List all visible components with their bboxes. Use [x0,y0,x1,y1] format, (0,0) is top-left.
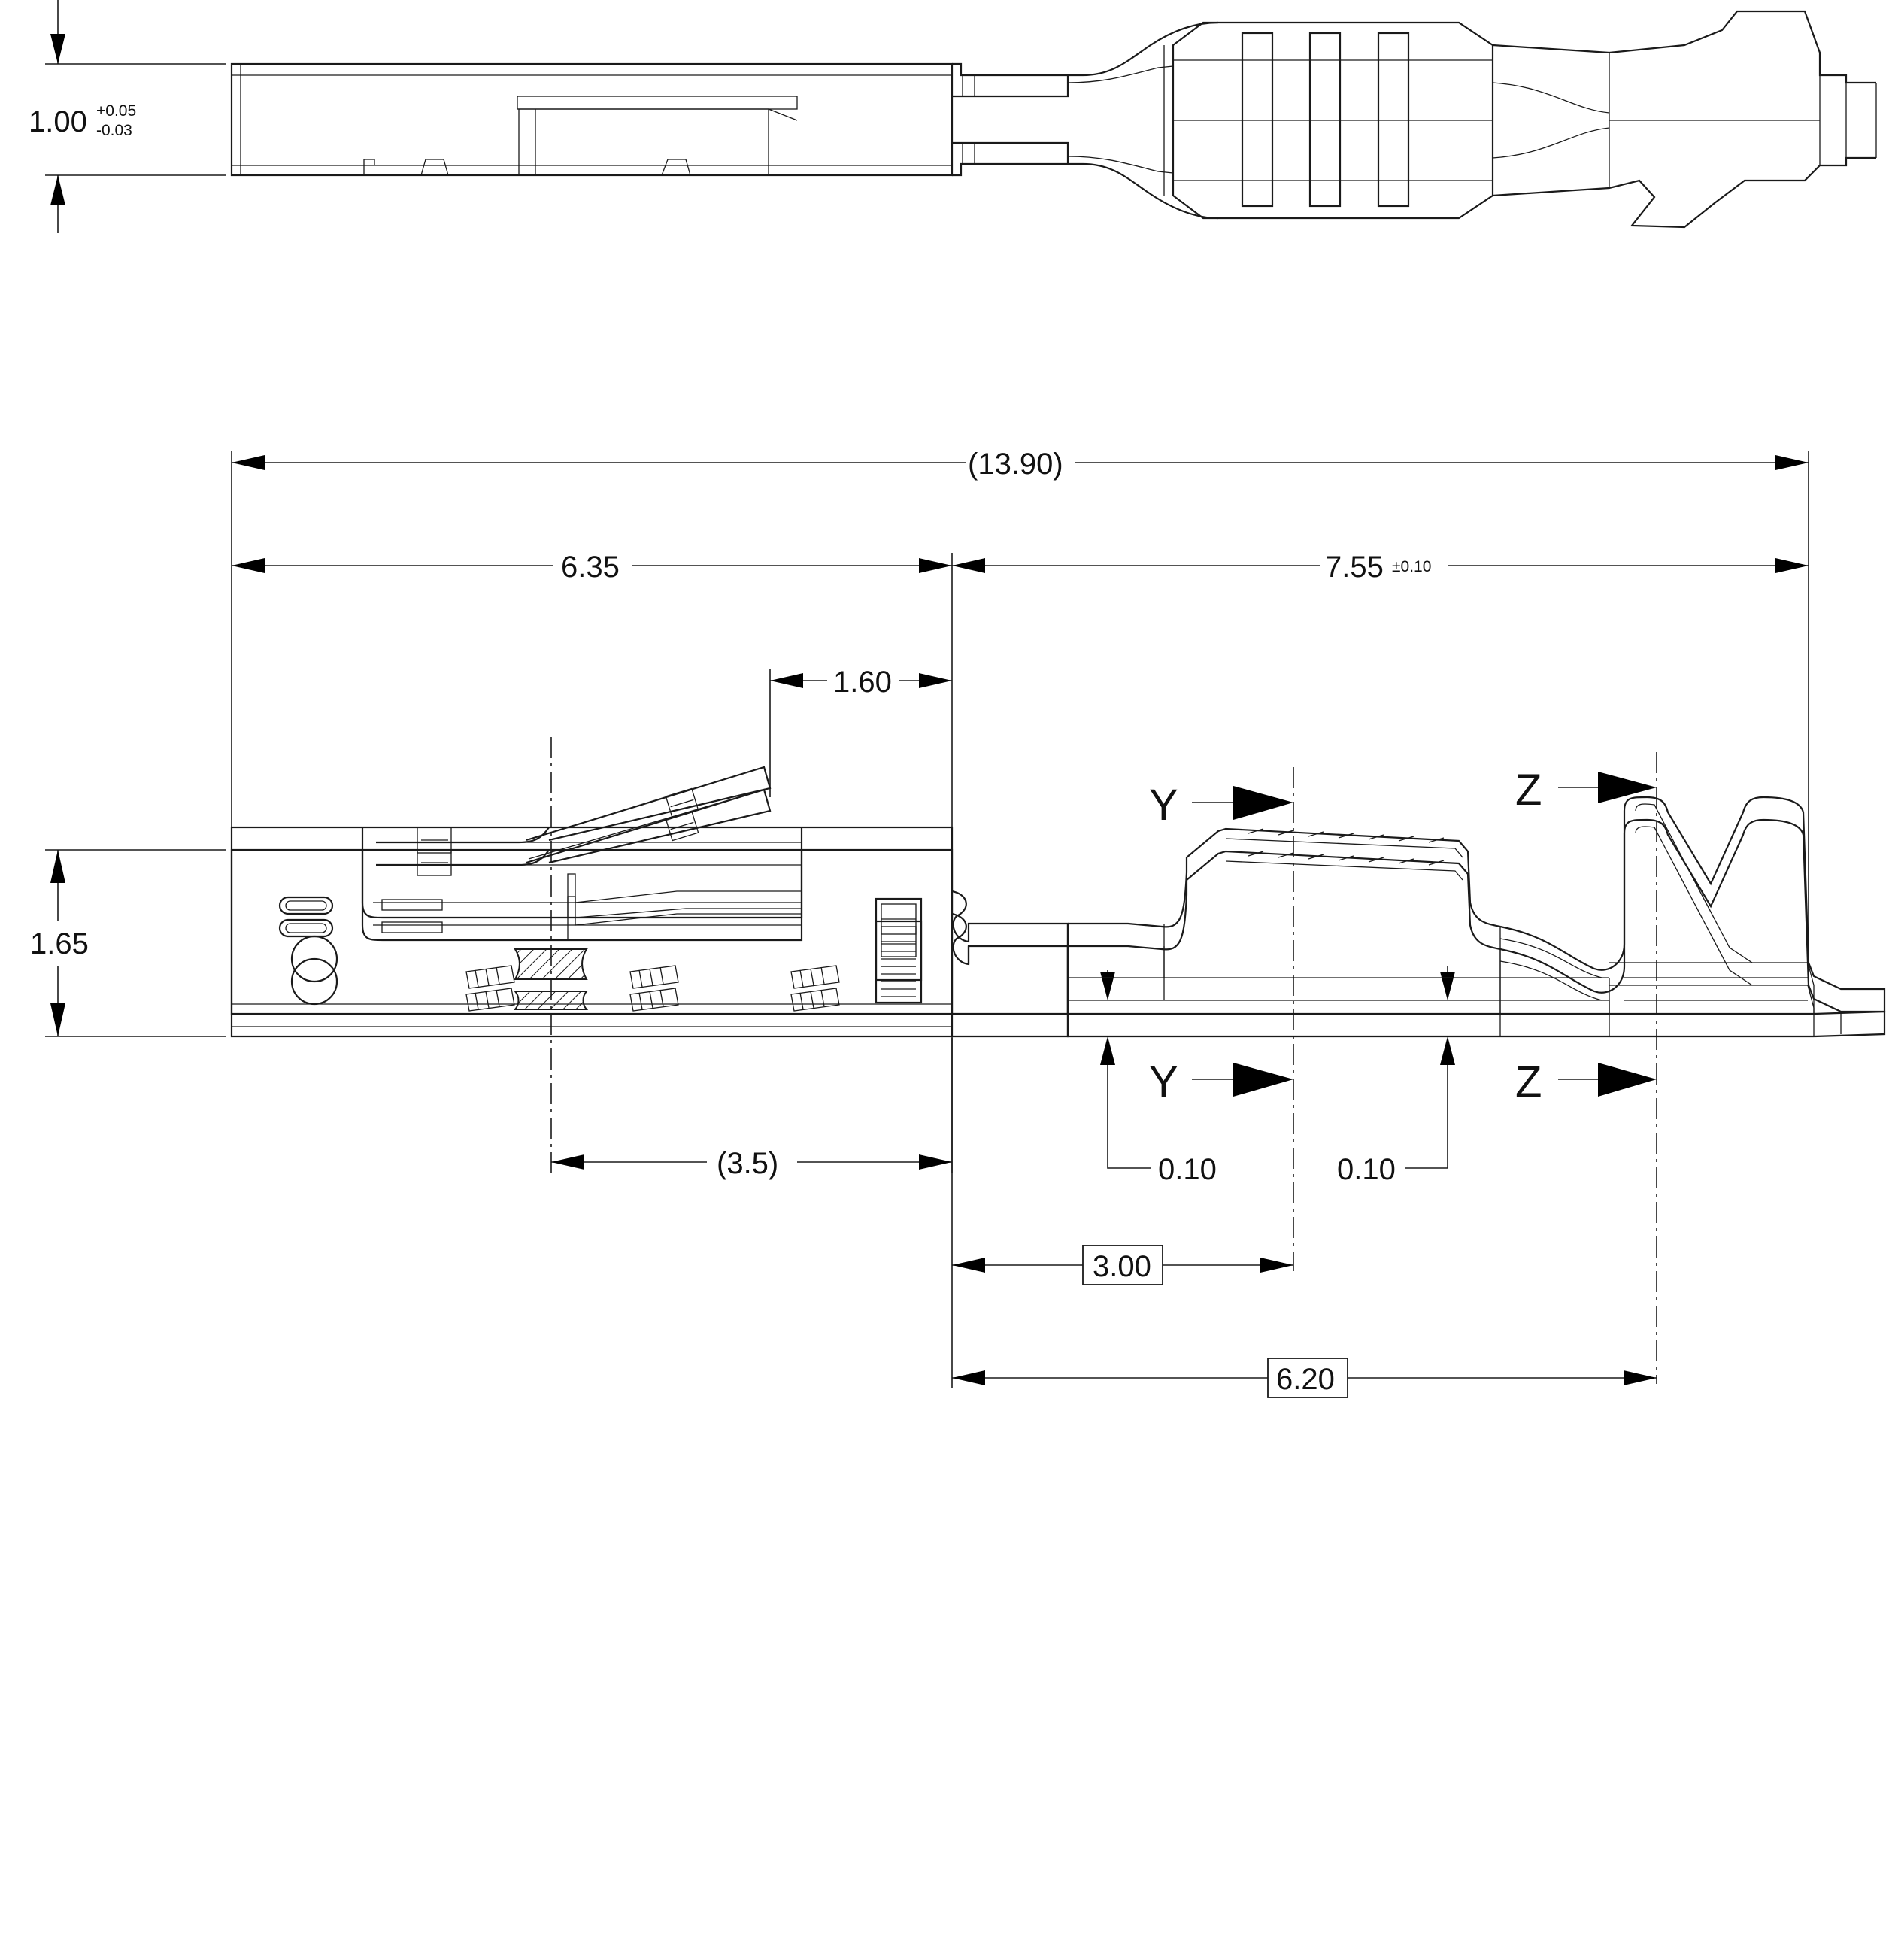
section-label-y-top: Y [1149,781,1178,830]
dim-arrow [952,558,985,573]
section-label-z-bottom: Z [1515,1057,1542,1106]
dim-arrow [50,34,65,64]
dim-height-side: 1.65 [30,927,89,960]
dim-reference-length: (3.5) [717,1147,778,1180]
top-view: 1.00 +0.05 -0.03 [29,0,1877,233]
dim-height-top: 1.00 [29,105,87,138]
section-arrow-z-bottom: Z [1515,1057,1657,1106]
dim-basic-y: 3.00 [1093,1250,1151,1283]
side-view: (13.90) 6.35 7.55 ±0.10 1.60 1.65 Y [30,448,1886,1398]
section-arrow-z-top: Z [1515,766,1657,815]
dim-arrow [1100,972,1115,1000]
bottom-view: (3.5) [230,737,1886,1180]
dim-crimp-depth-y: 0.10 [1158,1153,1217,1186]
dim-arrow [919,673,952,688]
dim-arrow [551,1154,584,1170]
dim-height-tol-minus: -0.03 [96,122,132,139]
section-label-z-top: Z [1515,766,1542,815]
dim-contact-length: 6.35 [561,551,620,584]
dim-overall-length: (13.90) [968,448,1063,481]
section-label-y-bottom: Y [1149,1057,1178,1106]
dim-spring-offset: 1.60 [833,666,892,699]
dim-basic-z: 6.20 [1276,1363,1335,1396]
dim-arrow [919,1154,952,1170]
dim-arrow [1624,1370,1657,1385]
dim-arrow [1775,558,1809,573]
dim-crimp-depth-z: 0.10 [1337,1153,1396,1186]
dim-arrow [50,850,65,883]
dim-arrow [919,558,952,573]
dim-arrow [952,1258,985,1273]
dim-arrow [770,673,803,688]
dim-arrow [952,1370,985,1385]
dim-arrow [232,558,265,573]
dim-arrow [1775,455,1809,470]
dim-arrow [1100,1036,1115,1065]
dim-arrow [50,1003,65,1036]
dim-arrow [232,455,265,470]
dim-height-tol-plus: +0.05 [96,102,136,120]
dim-arrow [1260,1258,1293,1273]
dim-arrow [1440,1036,1455,1065]
dim-crimp-length: 7.55 [1325,551,1384,584]
dim-crimp-length-tol: ±0.10 [1392,558,1431,575]
dim-arrow [1440,972,1455,1000]
section-arrow-y-top: Y [1149,781,1293,830]
section-arrow-y-bottom: Y [1149,1057,1293,1106]
dim-arrow [50,175,65,205]
